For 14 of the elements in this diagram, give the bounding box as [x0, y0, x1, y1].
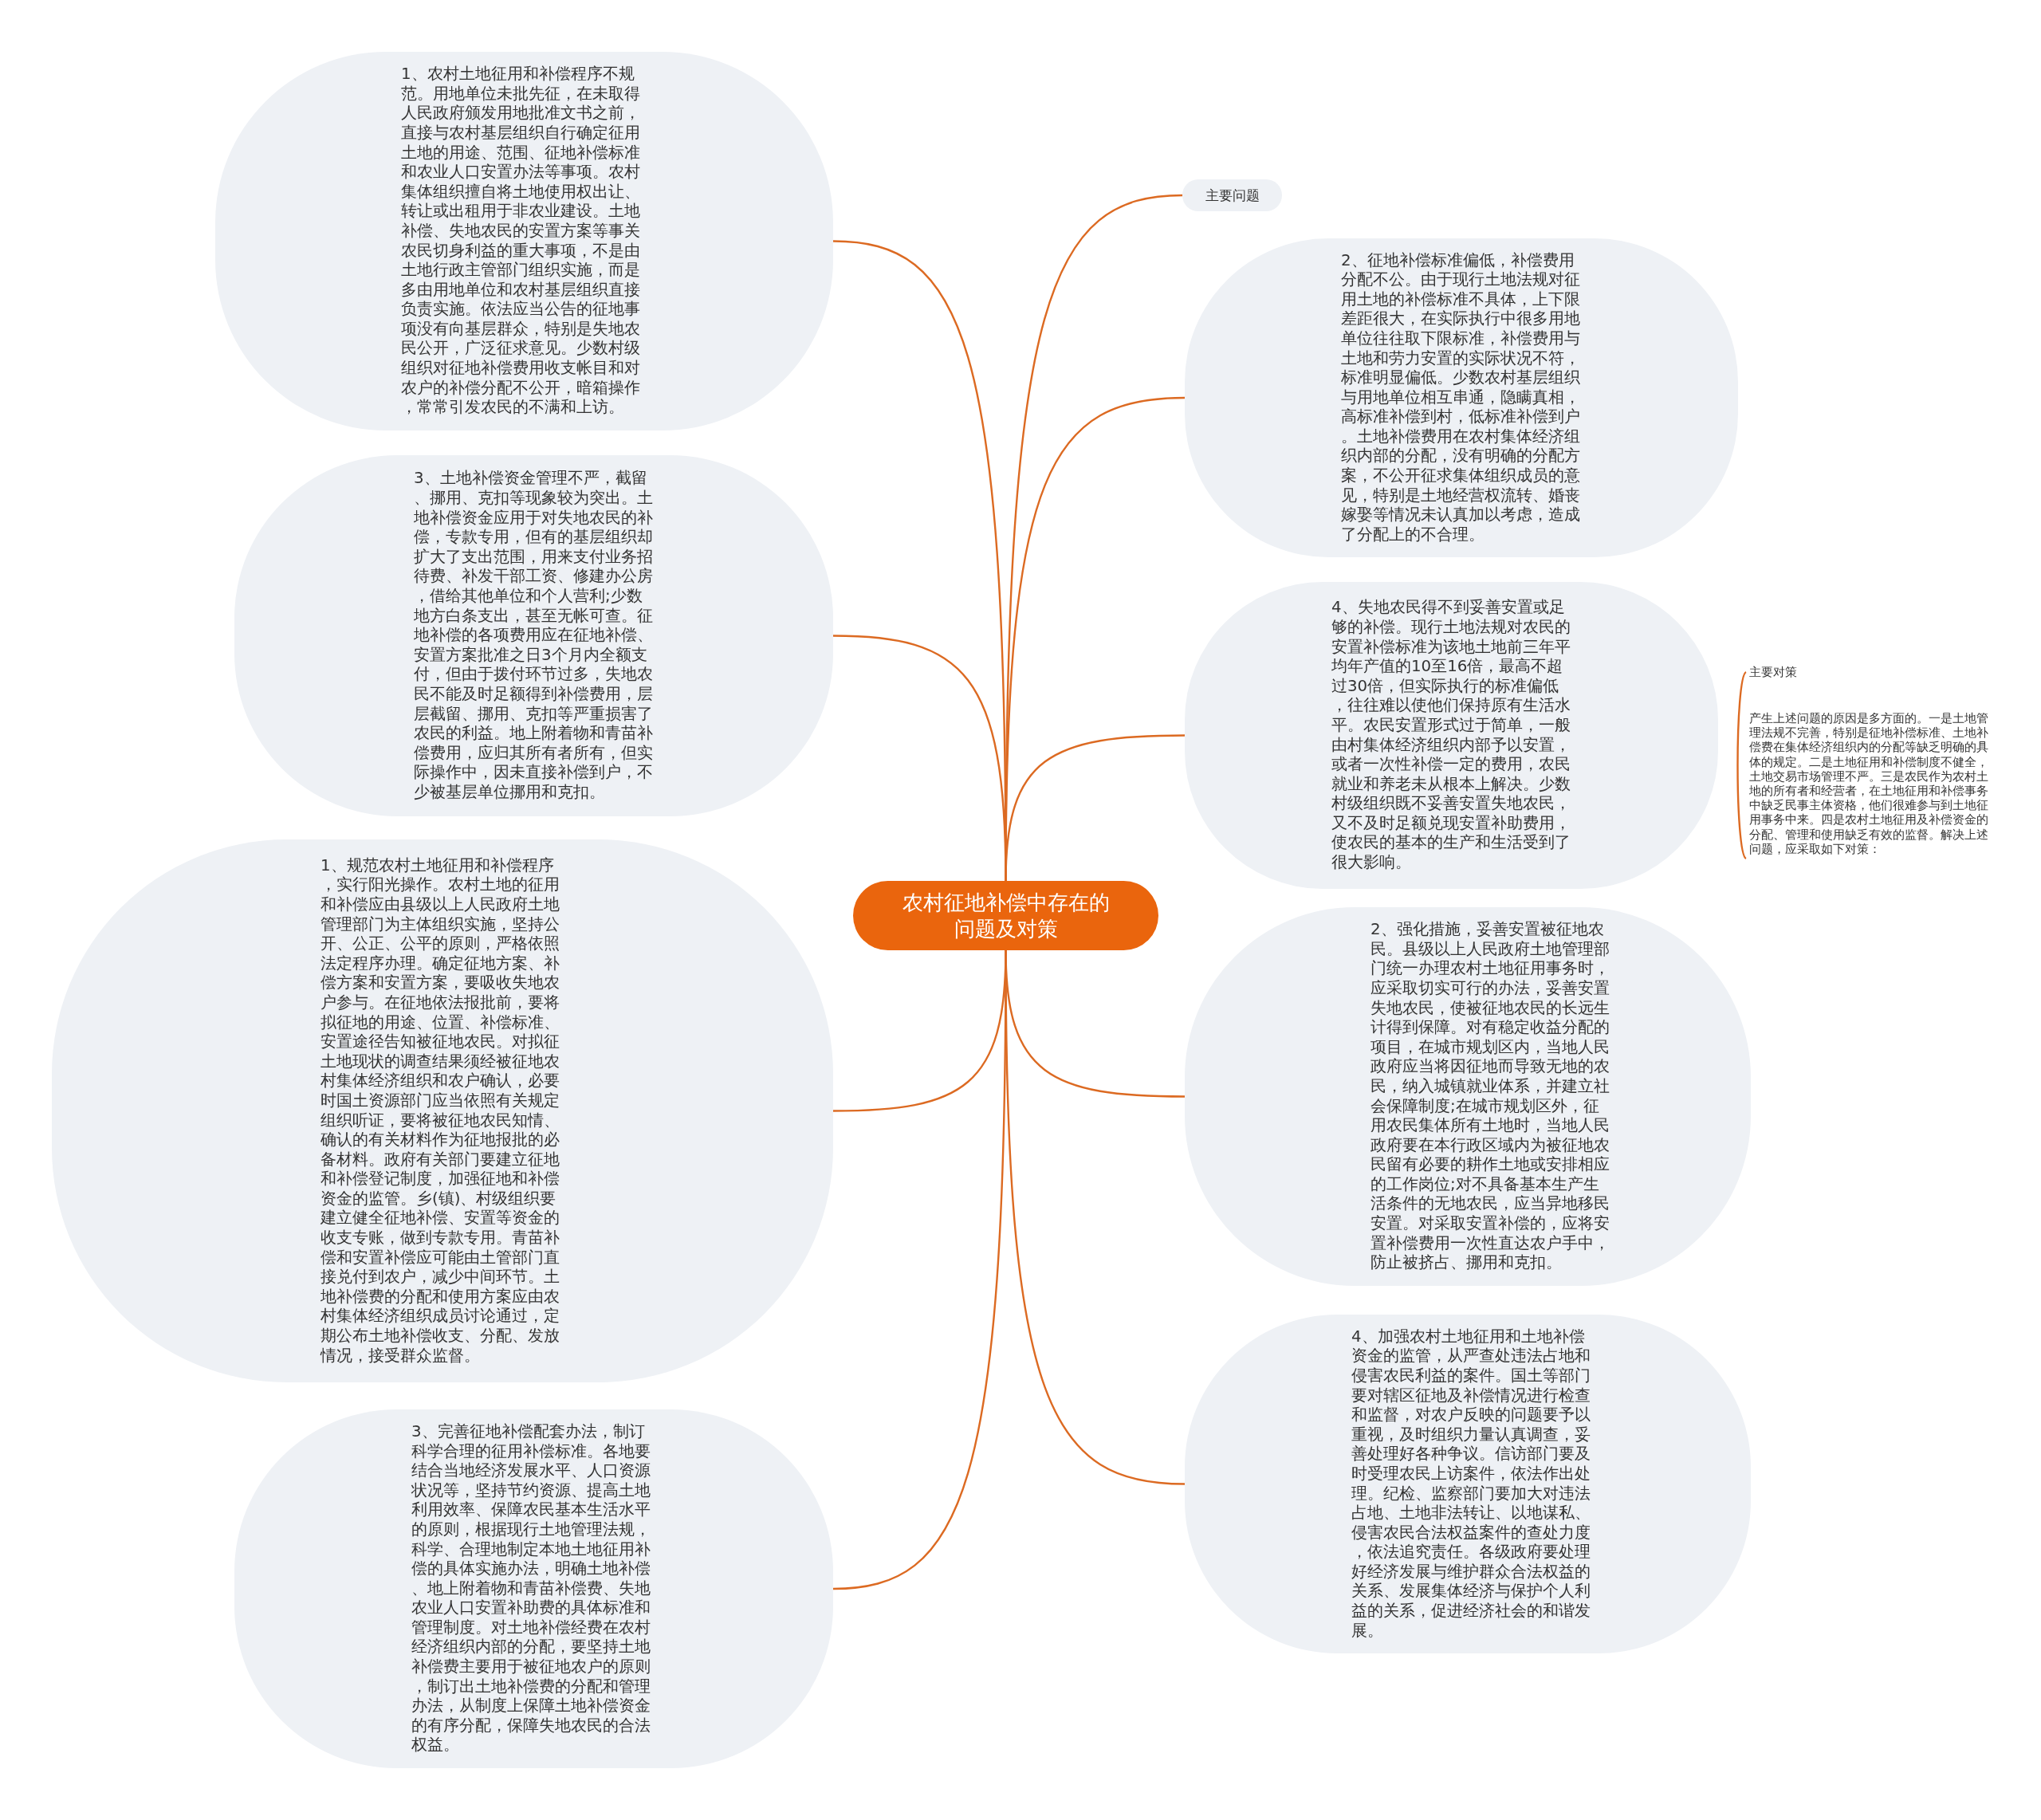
note-text: 产生上述问题的原因是多方面的。一是土地管理法规不完善，特别是征地补偿标准、土地补偿费在集体经济组织内的分配等缺乏明确的具体的规定。二是土地征用和补偿制度不健全，土地交易市场管理不严。三是农民作为农村土地的所有者和经营者，在土地征用和补偿事务中缺乏民事主体资格，他们很难参与到土地征用事务中来。四是农村土地征用及补偿资金的分配、管理和使用缺乏有效的监督。解决上述问题，应采取如下对策： [1746, 711, 1992, 857]
topic-bubble: 1、规范农村土地征用和补偿程序，实行阳光操作。农村土地的征用和补偿应由县级以上人民政府土地管理部门为主体组织实施，坚持公开、公正、公平的原则，严格依照法定程序办理。确定征地方案、补偿方案和安置方案，要吸收失地农户参与。在征地依法报批前，要将拟征地的用途、位置、补偿标准、安置途径告知被征地农民。对拟征土地现状的调查结果须经被征地农村集体经济组织和农户确认，必要时国土资源部门应当依照有关规定组织听证，要将被征地农民知情、确认的有关材料作为征地报批的必备材料。政府有关部门要建立征地和补偿登记制度，加强征地和补偿资金的监管。乡(镇)、村级组织要建立健全征地补偿、安置等资金的收支专账，做到专款专用。青苗补偿和安置补偿应可能由土管部门直接兑付到农户，减少中间环节。土地补偿费的分配和使用方案应由农村集体经济组织成员讨论通过，定期公布土地补偿收支、分配、发放情况，接受群众监督。 [52, 839, 833, 1382]
topic-bubble: 2、强化措施，妥善安置被征地农民。县级以上人民政府土地管理部门统一办理农村土地征用事务时，应采取切实可行的办法，妥善安置失地农民，使被征地农民的长远生计得到保障。对有稳定收益分配的项目，在城市规划区内，当地人民政府应当将因征地而导致无地的农民，纳入城镇就业体系，并建立社会保障制度;在城市规划区外，征用农民集体所有土地时，当地人民政府要在本行政区域内为被征地农民留有必要的耕作土地或安排相应的工作岗位;对不具备基本生产生活条件的无地农民，应当异地移民安置。对采取安置补偿的，应将安置补偿费用一次性直达农户手中，防止被挤占、挪用和克扣。 [1185, 907, 1751, 1286]
topic-bubble: 3、土地补偿资金管理不严，截留、挪用、克扣等现象较为突出。土地补偿资金应用于对失地农民的补偿，专款专用，但有的基层组织却扩大了支出范围，用来支付业务招待费、补发干部工资、修建办公房，借给其他单位和个人营利;少数地方白条支出，甚至无帐可查。征地补偿的各项费用应在征地补偿、安置方案批准之日3个月内全额支付，但由于拨付环节过多，失地农民不能及时足额得到补偿费用，层层截留、挪用、克扣等严重损害了农民的利益。地上附着物和青苗补偿费用，应归其所有者所有，但实际操作中，因未直接补偿到户，不少被基层单位挪用和克扣。 [234, 455, 833, 816]
topic-bubble: 4、加强农村土地征用和土地补偿资金的监管，从严查处违法占地和侵害农民利益的案件。国土等部门要对辖区征地及补偿情况进行检查和监督，对农户反映的问题要予以重视，及时组织力量认真调查，妥善处理好各种争议。信访部门要及时受理农民上访案件，依法作出处理。纪检、监察部门要加大对违法占地、土地非法转让、以地谋私、侵害农民合法权益案件的查处力度，依法追究责任。各级政府要处理好经济发展与维护群众合法权益的关系、发展集体经济与保护个人利益的关系，促进经济社会的和谐发展。 [1185, 1315, 1751, 1653]
topic-bubble: 4、失地农民得不到妥善安置或足够的补偿。现行土地法规对农民的安置补偿标准为该地土地前三年平均年产值的10至16倍，最高不超过30倍，但实际执行的标准偏低，往往难以使他们保持原有生活水平。农民安置形式过于简单，一般由村集体经济组织内部予以安置，或者一次性补偿一定的费用，农民就业和养老未从根本上解决。少数村级组织既不妥善安置失地农民，又不及时足额兑现安置补助费用，使农民的基本的生产和生活受到了很大影响。 [1185, 582, 1718, 889]
topic-bubble: 2、征地补偿标准偏低，补偿费用分配不公。由于现行土地法规对征用土地的补偿标准不具体，上下限差距很大，在实际执行中很多用地单位往往取下限标准，补偿费用与土地和劳力安置的实际状况不符，标准明显偏低。少数农村基层组织与用地单位相互串通，隐瞒真相，高标准补偿到村，低标准补偿到户。土地补偿费用在农村集体经济组织内部的分配，没有明确的分配方案，不公开征求集体组织成员的意见，特别是土地经营权流转、婚丧嫁娶等情况未认真加以考虑，造成了分配上的不合理。 [1185, 238, 1738, 557]
central-topic: 农村征地补偿中存在的问题及对策 [853, 881, 1158, 950]
connector-line [1005, 734, 1185, 882]
bracket-line [1736, 671, 1748, 859]
branch-label: 主要问题 [1182, 179, 1282, 211]
branch-label: 主要对策 [1746, 662, 1842, 682]
topic-bubble: 1、农村土地征用和补偿程序不规范。用地单位未批先征，在未取得人民政府颁发用地批准文书之前，直接与农村基层组织自行确定征用土地的用途、范围、征地补偿标准和农业人口安置办法等事项。农村集体组织擅自将土地使用权出让、转让或出租用于非农业建设。土地补偿、失地农民的安置方案等事关农民切身利益的重大事项，不是由土地行政主管部门组织实施，而是多由用地单位和农村基层组织直接负责实施。依法应当公告的征地事项没有向基层群众，特别是失地农民公开，广泛征求意见。少数村级组织对征地补偿费用收支帐目和对农户的补偿分配不公开，暗箱操作，常常引发农民的不满和上访。 [215, 52, 833, 430]
topic-bubble: 3、完善征地补偿配套办法，制订科学合理的征用补偿标准。各地要结合当地经济发展水平、人口资源状况等，坚持节约资源、提高土地利用效率、保障农民基本生活水平的原则，根据现行土地管理法规，科学、合理地制定本地土地征用补偿的具体实施办法，明确土地补偿、地上附着物和青苗补偿费、失地农业人口安置补助费的具体标准和管理制度。对土地补偿经费在农村经济组织内部的分配，要坚持土地补偿费主要用于被征地农户的原则，制订出土地补偿费的分配和管理办法，从制度上保障土地补偿资金的有序分配，保障失地农民的合法权益。 [234, 1409, 833, 1768]
